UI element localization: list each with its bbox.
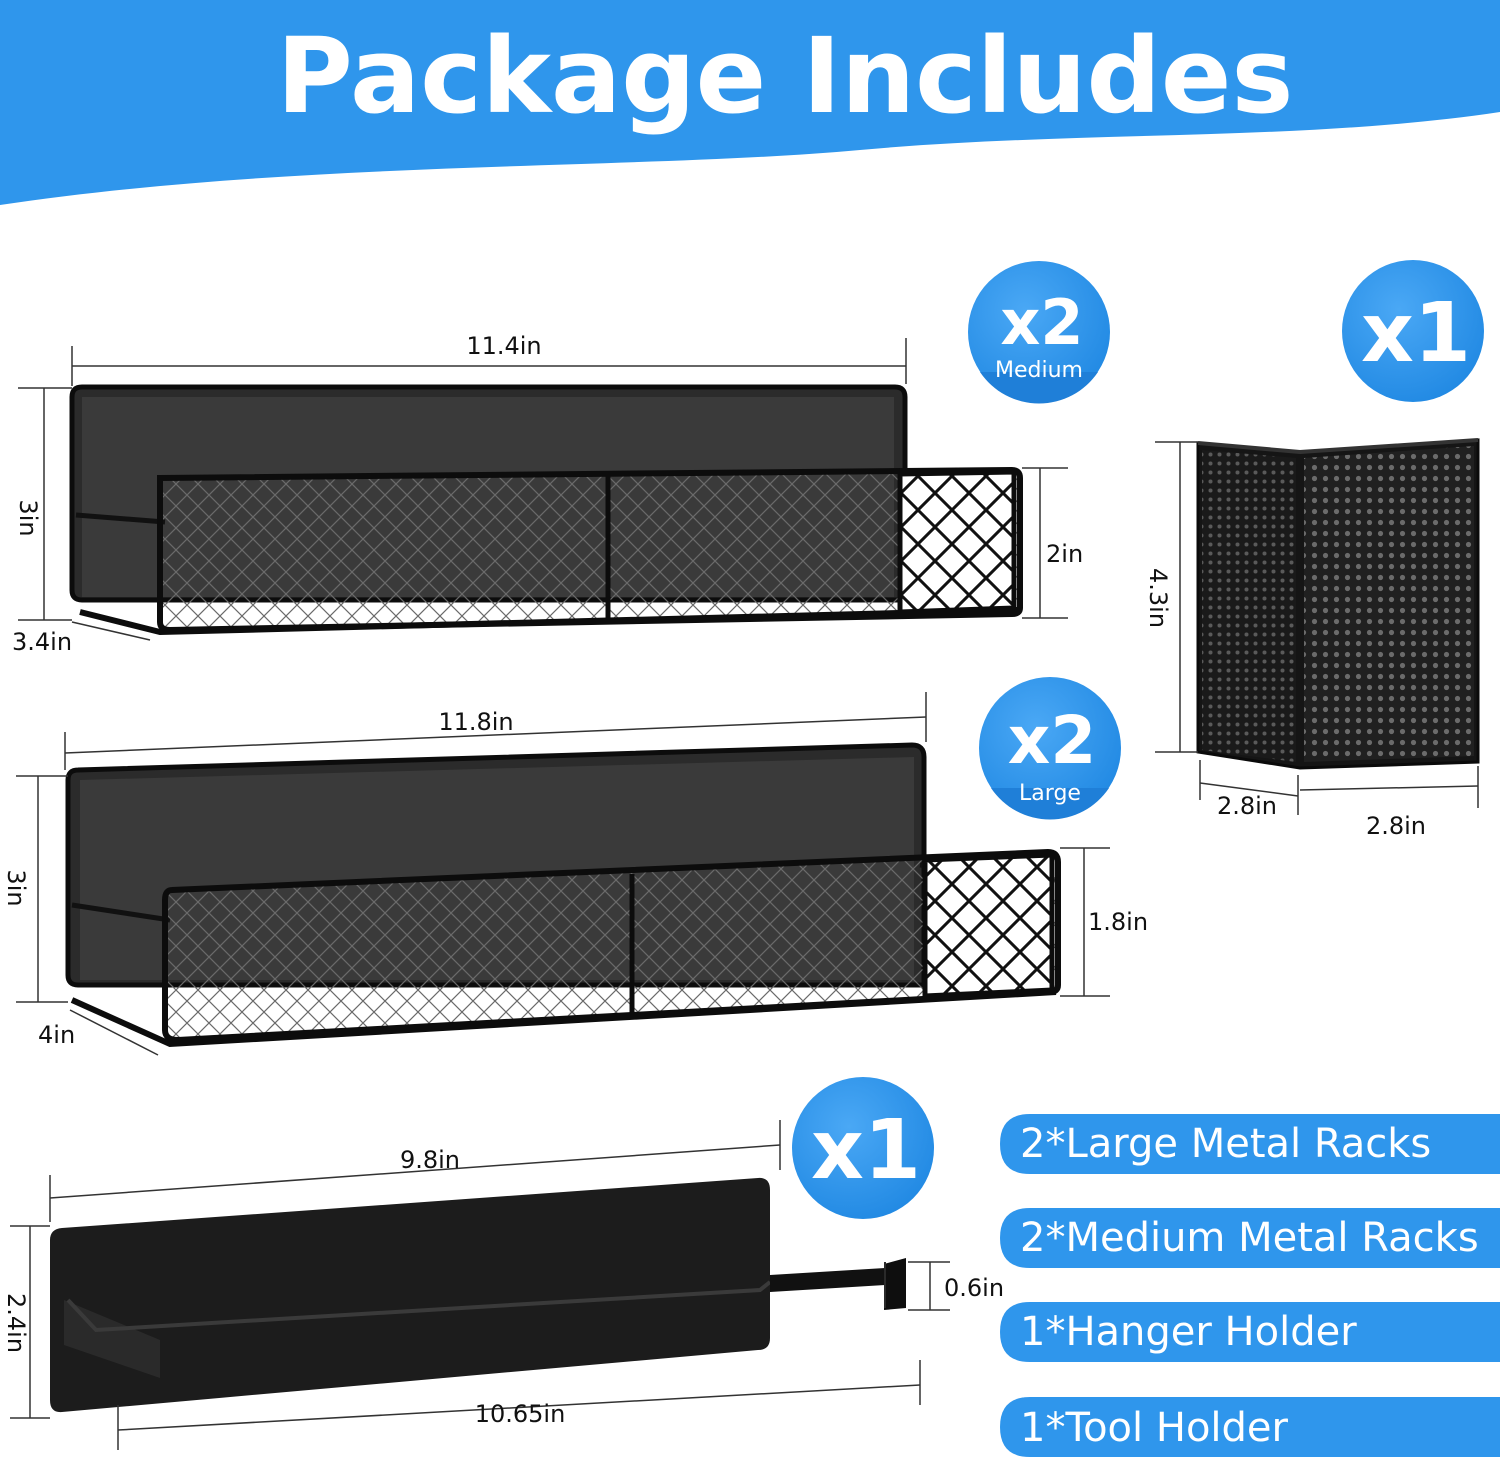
medium-depth-label: 3.4in (12, 628, 72, 656)
hanger-top-width-label: 9.8in (400, 1146, 460, 1174)
contents-item: 1*Hanger Holder (1000, 1302, 1500, 1362)
contents-item: 2*Medium Metal Racks (1000, 1208, 1500, 1268)
svg-text:2*Medium Metal Racks: 2*Medium Metal Racks (1020, 1215, 1479, 1261)
medium-rack (69, 384, 1023, 636)
header-banner (0, 0, 1500, 205)
tool-depth-label: 2.8in (1217, 792, 1277, 820)
tool-holder (1196, 438, 1480, 770)
svg-text:Medium: Medium (995, 358, 1083, 383)
contents-list: 2*Large Metal Racks 2*Medium Metal Racks… (1000, 1114, 1500, 1457)
svg-text:2*Large Metal Racks: 2*Large Metal Racks (1020, 1121, 1431, 1167)
page-title: Package Includes (277, 15, 1294, 137)
svg-text:Large: Large (1019, 781, 1081, 806)
medium-width-label: 11.4in (466, 332, 541, 360)
tool-height-label: 4.3in (1144, 568, 1172, 628)
large-width-label: 11.8in (438, 708, 513, 736)
medium-height-label: 3in (14, 499, 42, 536)
svg-text:1*Hanger Holder: 1*Hanger Holder (1020, 1309, 1357, 1355)
badge-tool-count: x1 (1361, 286, 1471, 381)
svg-text:1*Tool Holder: 1*Tool Holder (1020, 1405, 1289, 1451)
large-front-height-label: 1.8in (1088, 908, 1148, 936)
large-height-label: 3in (2, 869, 30, 906)
contents-item: 1*Tool Holder (1000, 1397, 1500, 1457)
svg-text:x2: x2 (1000, 286, 1083, 359)
hanger-bottom-width-label: 10.65in (475, 1400, 566, 1428)
badge-tool (1342, 260, 1484, 402)
hanger-holder (50, 1177, 906, 1413)
hanger-height-label: 2.4in (2, 1293, 30, 1353)
medium-front-height-label: 2in (1046, 540, 1083, 568)
badge-large: x2 Large (979, 677, 1121, 820)
svg-text:x2: x2 (1008, 702, 1097, 779)
tool-width-label: 2.8in (1366, 812, 1426, 840)
badge-hanger (792, 1077, 934, 1219)
large-rack (65, 742, 1061, 1048)
badge-medium: x2 Medium (968, 261, 1110, 404)
contents-item: 2*Large Metal Racks (1000, 1114, 1500, 1174)
hanger-bar-height-label: 0.6in (944, 1274, 1004, 1302)
large-depth-label: 4in (38, 1021, 75, 1049)
badge-hanger-count: x1 (811, 1103, 921, 1198)
